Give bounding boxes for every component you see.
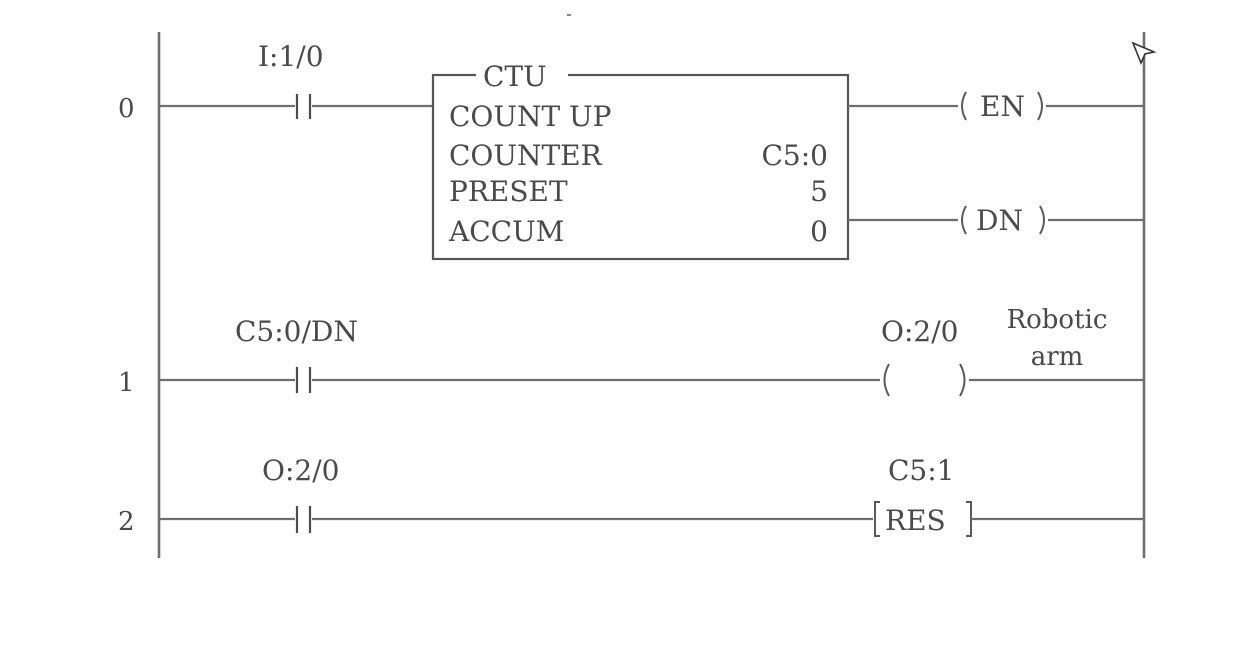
dn-coil-label: DN <box>976 204 1023 237</box>
rung-2: O:2/0 RES C5:1 <box>159 454 1144 537</box>
ctu-accum-value: 0 <box>810 215 828 248</box>
rung-0: I:1/0 CTU COUNT UP COUNTER C5:0 PRESET 5… <box>159 40 1144 261</box>
dn-coil-left-arc <box>961 205 967 235</box>
ctu-accum-label: ACCUM <box>448 215 564 248</box>
robotic-arm-coil-left-arc <box>883 363 890 397</box>
robotic-arm-coil-right-arc <box>959 363 966 397</box>
dn-coil-right-arc <box>1039 205 1045 235</box>
rung-number-2: 2 <box>118 507 135 537</box>
rung-2-contact <box>295 506 312 533</box>
en-coil-right-arc <box>1037 91 1043 121</box>
res-instruction-label: RES <box>885 504 946 537</box>
rung-number-0: 0 <box>118 94 135 124</box>
rung-number-1: 1 <box>118 368 135 398</box>
res-left-bracket <box>874 501 880 537</box>
rung-2-instruction-address: C5:1 <box>888 454 955 487</box>
ctu-block-frame <box>431 73 850 261</box>
ctu-title-gap <box>476 62 568 86</box>
rung-0-contact <box>295 94 312 119</box>
ctu-preset-value: 5 <box>810 175 828 208</box>
res-right-bracket <box>966 501 972 537</box>
rung-1-coil-address: O:2/0 <box>881 315 958 348</box>
rung-1-contact <box>295 367 312 393</box>
ctu-title: CTU <box>483 60 547 93</box>
ctu-name: COUNT UP <box>449 100 612 133</box>
rung-1: C5:0/DN O:2/0 Robotic arm <box>159 305 1144 397</box>
rung-1-contact-address: C5:0/DN <box>235 315 358 348</box>
robotic-arm-label-line-2: arm <box>1031 342 1084 372</box>
mouse-pointer-icon <box>1131 41 1157 66</box>
ctu-block: CTU COUNT UP COUNTER C5:0 PRESET 5 ACCUM… <box>431 60 850 261</box>
rung-0-contact-address: I:1/0 <box>258 40 324 73</box>
rung-2-contact-address: O:2/0 <box>262 454 339 487</box>
ctu-counter-value: C5:0 <box>762 139 829 172</box>
robotic-arm-label-line-1: Robotic <box>1007 305 1108 335</box>
res-instruction: RES <box>874 501 972 537</box>
ctu-counter-label: COUNTER <box>449 139 603 172</box>
en-coil-label: EN <box>980 90 1025 123</box>
en-coil-left-arc <box>961 91 967 121</box>
ctu-preset-label: PRESET <box>449 175 568 208</box>
